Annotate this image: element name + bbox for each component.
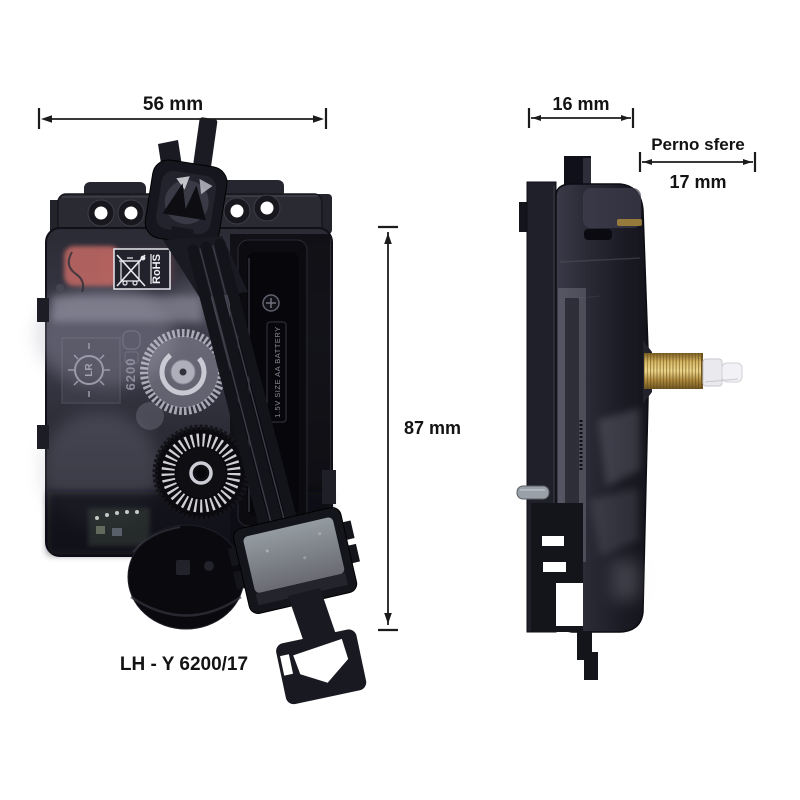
dim-front-width: 56 mm: [37, 94, 328, 129]
dim-front-height: 87 mm: [378, 225, 461, 632]
dim-shaft: Perno sfere 17 mm: [638, 135, 757, 192]
shaft-title-label: Perno sfere: [651, 135, 745, 154]
side-pin: [516, 485, 550, 500]
shaft-length-label: 17 mm: [669, 172, 726, 192]
model-label: LH - Y 6200/17: [120, 654, 248, 675]
shaft-tip: [721, 362, 743, 383]
model-emboss: 6200: [122, 330, 141, 391]
regulator-letters: LR: [84, 363, 95, 377]
pendulum-hanger: [144, 159, 228, 246]
rohs-text: RoHS: [151, 254, 163, 284]
bell-drum: [127, 524, 245, 630]
front-height-label: 87 mm: [404, 418, 461, 438]
pendulum-top-rod: [192, 117, 218, 175]
suspension-fan: [162, 183, 207, 221]
bracket-hole: [117, 199, 145, 227]
pcb-glimpse: [88, 508, 150, 546]
sun-rays-icon: [68, 343, 110, 397]
side-bottom-bracket: [531, 503, 583, 632]
side-bottom-hook: [577, 632, 598, 680]
battery-size-text: 1.5V SIZE AA BATTERY: [273, 326, 282, 417]
side-body: [555, 183, 652, 633]
side-view-photo: [516, 156, 743, 680]
annotations: 56 mm 16 mm Perno sfere 17 mm: [37, 94, 757, 675]
magnet-block: [227, 507, 360, 614]
ratchet-wheel: [152, 424, 250, 522]
bracket-hole: [87, 199, 115, 227]
bracket-hole: [223, 197, 251, 225]
front-width-label: 56 mm: [143, 94, 203, 115]
emboss-6200-text: 6200: [123, 358, 138, 391]
handshaft: [644, 353, 743, 389]
screw-icon: [262, 294, 280, 312]
regulator-emboss: LR: [61, 337, 121, 404]
brass-sliver: [617, 219, 642, 226]
front-view-photo: RoHS LR 6200: [35, 117, 367, 705]
rohs-mark: RoHS: [113, 248, 171, 290]
sun-icon: [74, 355, 104, 385]
weee-bin-icon: [116, 254, 146, 287]
dim-side-width: 16 mm: [527, 94, 635, 128]
pendulum-assembly: [144, 117, 367, 705]
side-width-label: 16 mm: [552, 94, 609, 114]
side-top-tab: [564, 156, 591, 188]
weee-dot: [140, 255, 146, 261]
pendulum-fork: [276, 629, 367, 705]
bracket-hole: [253, 194, 281, 222]
